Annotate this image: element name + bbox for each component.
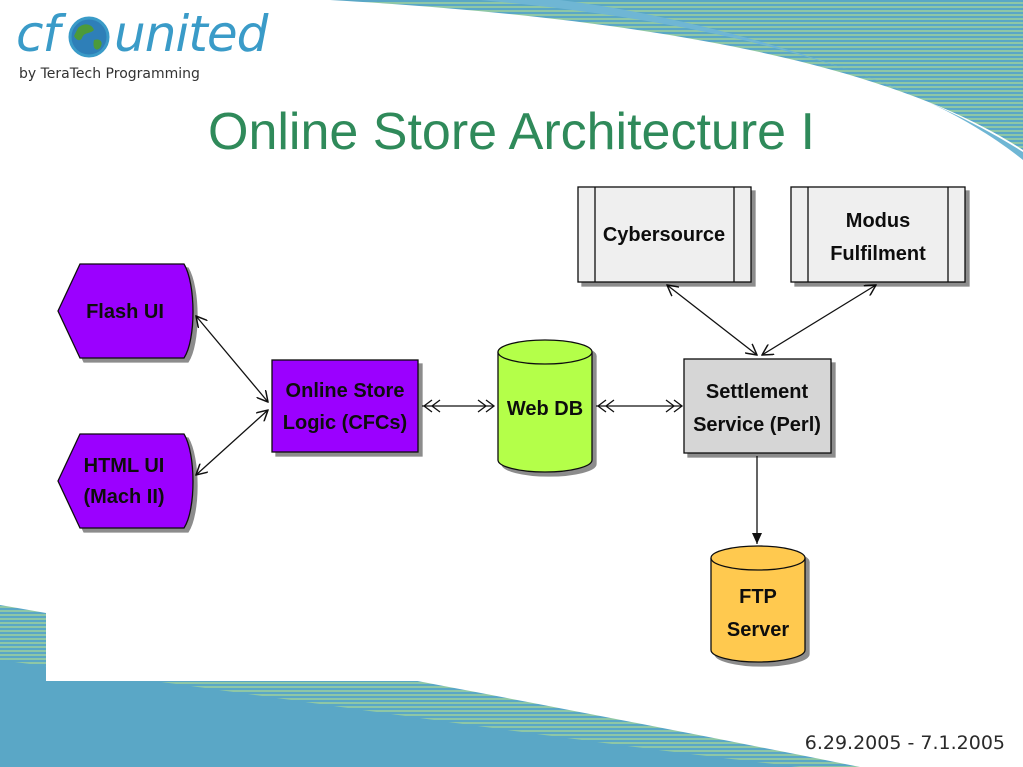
node-flash-ui-label: Flash UI	[86, 301, 164, 323]
slide-title: Online Store Architecture I	[208, 103, 815, 161]
node-ftp-label-line2: Server	[727, 619, 789, 641]
node-store-logic-label-line1: Online Store	[286, 380, 405, 402]
logo-cf-text: cf	[16, 5, 60, 63]
connector-cybersource-settlement	[667, 285, 757, 355]
node-ftp-label-line1: FTP	[739, 586, 777, 608]
connector-modus-settlement	[762, 285, 876, 355]
logo-tagline: by TeraTech Programming	[19, 66, 200, 82]
node-ftp-server: FTP Server	[710, 545, 806, 663]
node-web-db-label: Web DB	[507, 398, 583, 420]
node-store-logic-label-line2: Logic (CFCs)	[283, 412, 407, 434]
node-web-db: Web DB	[497, 339, 593, 473]
node-settlement-label-line1: Settlement	[706, 381, 809, 403]
node-cybersource-label: Cybersource	[603, 224, 725, 246]
connector-html-logic	[196, 410, 268, 475]
node-settlement-service: Settlement Service (Perl)	[683, 358, 832, 454]
connector-webdb-settlement	[596, 399, 684, 413]
globe-icon	[68, 16, 110, 58]
cfunited-logo: cf united by TeraTech Programming	[10, 2, 310, 92]
node-modus-fulfilment: Modus Fulfilment	[790, 186, 966, 283]
node-flash-ui: Flash UI	[57, 263, 194, 359]
node-cybersource: Cybersource	[577, 186, 752, 283]
event-dates: 6.29.2005 - 7.1.2005	[804, 732, 1005, 754]
node-html-ui-label-line2: (Mach II)	[83, 486, 164, 508]
node-modus-label-line1: Modus	[846, 210, 910, 232]
logo-united-text: united	[114, 5, 268, 63]
node-settlement-label-line2: Service (Perl)	[693, 414, 821, 436]
node-store-logic: Online Store Logic (CFCs)	[271, 359, 419, 453]
connector-flash-logic	[196, 316, 268, 402]
connector-logic-webdb	[422, 399, 496, 413]
node-html-ui-label-line1: HTML UI	[84, 455, 165, 477]
node-modus-label-line2: Fulfilment	[830, 243, 926, 265]
node-html-ui: HTML UI (Mach II)	[57, 433, 194, 529]
